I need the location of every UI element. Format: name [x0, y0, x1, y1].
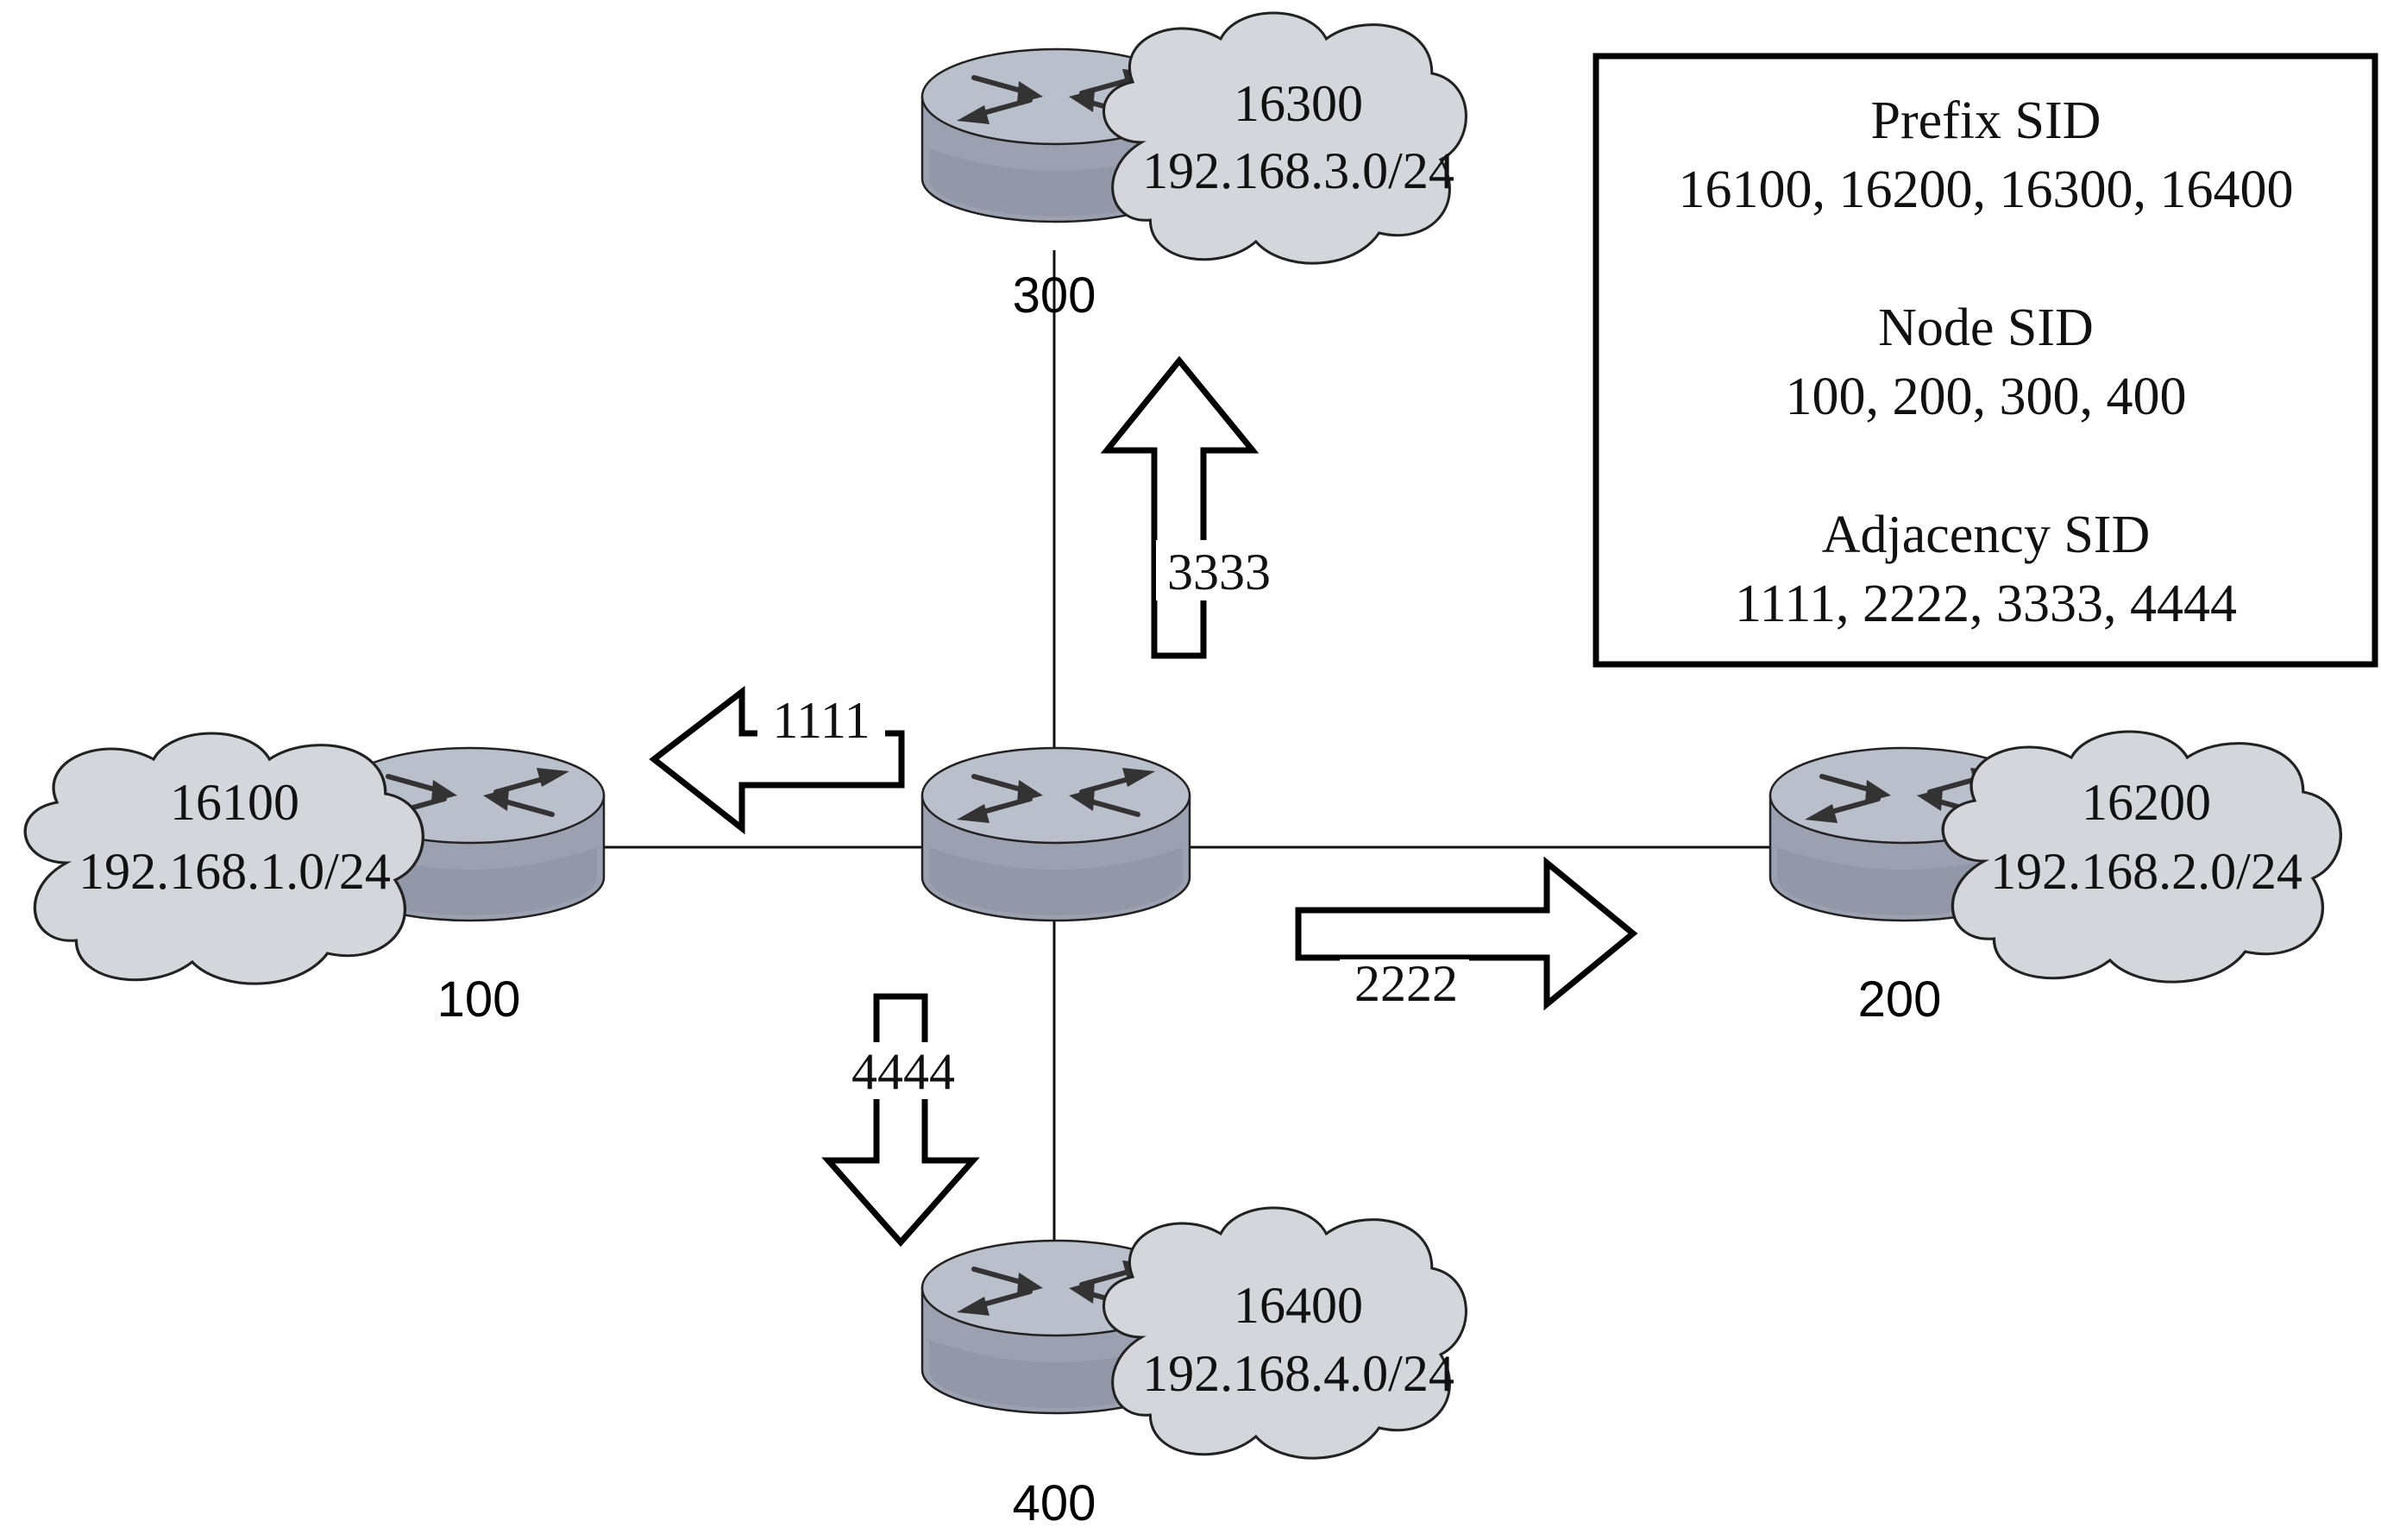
right-arrow-icon — [1295, 856, 1638, 1011]
node-100: 16100 192.168.1.0/24 100 — [23, 732, 604, 1028]
adjacency-label: 2222 — [1354, 955, 1458, 1012]
prefix-sid-label: 16100 — [170, 774, 299, 831]
node-sid-label: 400 — [1013, 1475, 1096, 1531]
prefix-sid-values: 16100, 16200, 16300, 16400 — [1679, 160, 2294, 219]
adjacency-sid-title: Adjacency SID — [1822, 506, 2150, 564]
adjacency-label: 4444 — [851, 1043, 955, 1100]
center-router-icon — [922, 748, 1190, 921]
subnet-label: 192.168.2.0/24 — [1990, 843, 2302, 900]
links — [604, 250, 1777, 1242]
node-300: 16300 192.168.3.0/24 300 — [922, 11, 1467, 324]
adjacency-arrow-2222: 2222 — [1295, 856, 1638, 1013]
subnet-label: 192.168.1.0/24 — [79, 843, 391, 900]
adjacency-sid-values: 1111, 2222, 3333, 4444 — [1735, 575, 2237, 633]
node-400: 16400 192.168.4.0/24 400 — [922, 1206, 1467, 1531]
sid-legend-box: Prefix SID 16100, 16200, 16300, 16400 No… — [1593, 53, 2378, 668]
node-sid-values: 100, 200, 300, 400 — [1786, 368, 2187, 426]
node-sid-title: Node SID — [1878, 299, 2094, 357]
up-arrow-icon — [1100, 355, 1260, 659]
subnet-label: 192.168.3.0/24 — [1142, 142, 1454, 199]
prefix-sid-label: 16300 — [1234, 75, 1363, 132]
adjacency-arrow-3333: 3333 — [1100, 355, 1273, 659]
node-sid-label: 200 — [1858, 971, 1942, 1028]
adjacency-label: 3333 — [1167, 544, 1271, 600]
down-arrow-icon — [821, 993, 980, 1248]
node-200: 16200 192.168.2.0/24 200 — [1770, 730, 2342, 1028]
adjacency-label: 1111 — [772, 692, 870, 749]
prefix-sid-label: 16400 — [1234, 1277, 1363, 1334]
cloud-icon — [1102, 11, 1467, 265]
adjacency-arrow-4444: 4444 — [821, 993, 980, 1248]
node-sid-label: 100 — [437, 971, 521, 1028]
prefix-sid-label: 16200 — [2082, 774, 2211, 831]
prefix-sid-title: Prefix SID — [1871, 91, 2101, 150]
subnet-label: 192.168.4.0/24 — [1142, 1345, 1454, 1402]
node-sid-label: 300 — [1013, 267, 1096, 324]
adjacency-arrow-1111: 1111 — [649, 685, 905, 835]
